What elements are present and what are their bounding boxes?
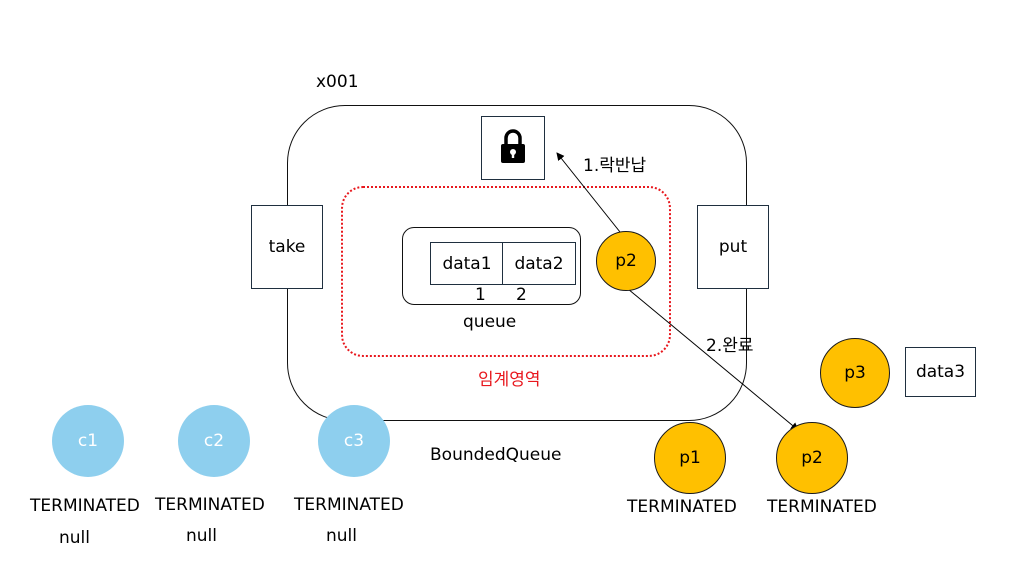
consumer-c2: c2	[178, 405, 250, 477]
put-method-box: put	[697, 205, 769, 289]
critical-section-boundary	[341, 186, 671, 357]
producer-p2-state: TERMINATED	[767, 497, 877, 517]
step2-label: 2.완료	[706, 336, 754, 356]
producer-p2-done: p2	[776, 422, 848, 494]
consumer-c1-state: TERMINATED	[30, 496, 140, 516]
queue-item-data1: data1	[430, 242, 504, 285]
lock-icon	[498, 127, 528, 170]
queue-item-data2: data2	[502, 242, 576, 285]
queue-container	[402, 227, 581, 305]
step1-label: 1.락반납	[583, 156, 647, 176]
arrow-release-lock	[556, 152, 621, 233]
monitor-address-label: x001	[316, 72, 359, 92]
consumer-c3-result: null	[326, 526, 357, 546]
consumer-c1-result: null	[59, 528, 90, 548]
class-name-label: BoundedQueue	[430, 445, 562, 465]
queue-index-2: 2	[516, 285, 527, 305]
producer-p3: p3	[820, 338, 890, 408]
data3-box: data3	[905, 347, 976, 397]
lock-box	[481, 116, 545, 180]
producer-p2-inside: p2	[596, 231, 656, 291]
consumer-c1: c1	[52, 405, 124, 477]
arrow-complete	[621, 283, 799, 431]
producer-p1-state: TERMINATED	[627, 497, 737, 517]
queue-label: queue	[463, 312, 517, 332]
consumer-c2-result: null	[186, 526, 217, 546]
critical-section-label: 임계영역	[478, 370, 541, 390]
consumer-c3-state: TERMINATED	[294, 495, 404, 515]
producer-p1-done: p1	[654, 422, 726, 494]
queue-index-1: 1	[475, 285, 486, 305]
take-method-box: take	[251, 205, 323, 289]
consumer-c3: c3	[318, 405, 390, 477]
consumer-c2-state: TERMINATED	[155, 495, 265, 515]
